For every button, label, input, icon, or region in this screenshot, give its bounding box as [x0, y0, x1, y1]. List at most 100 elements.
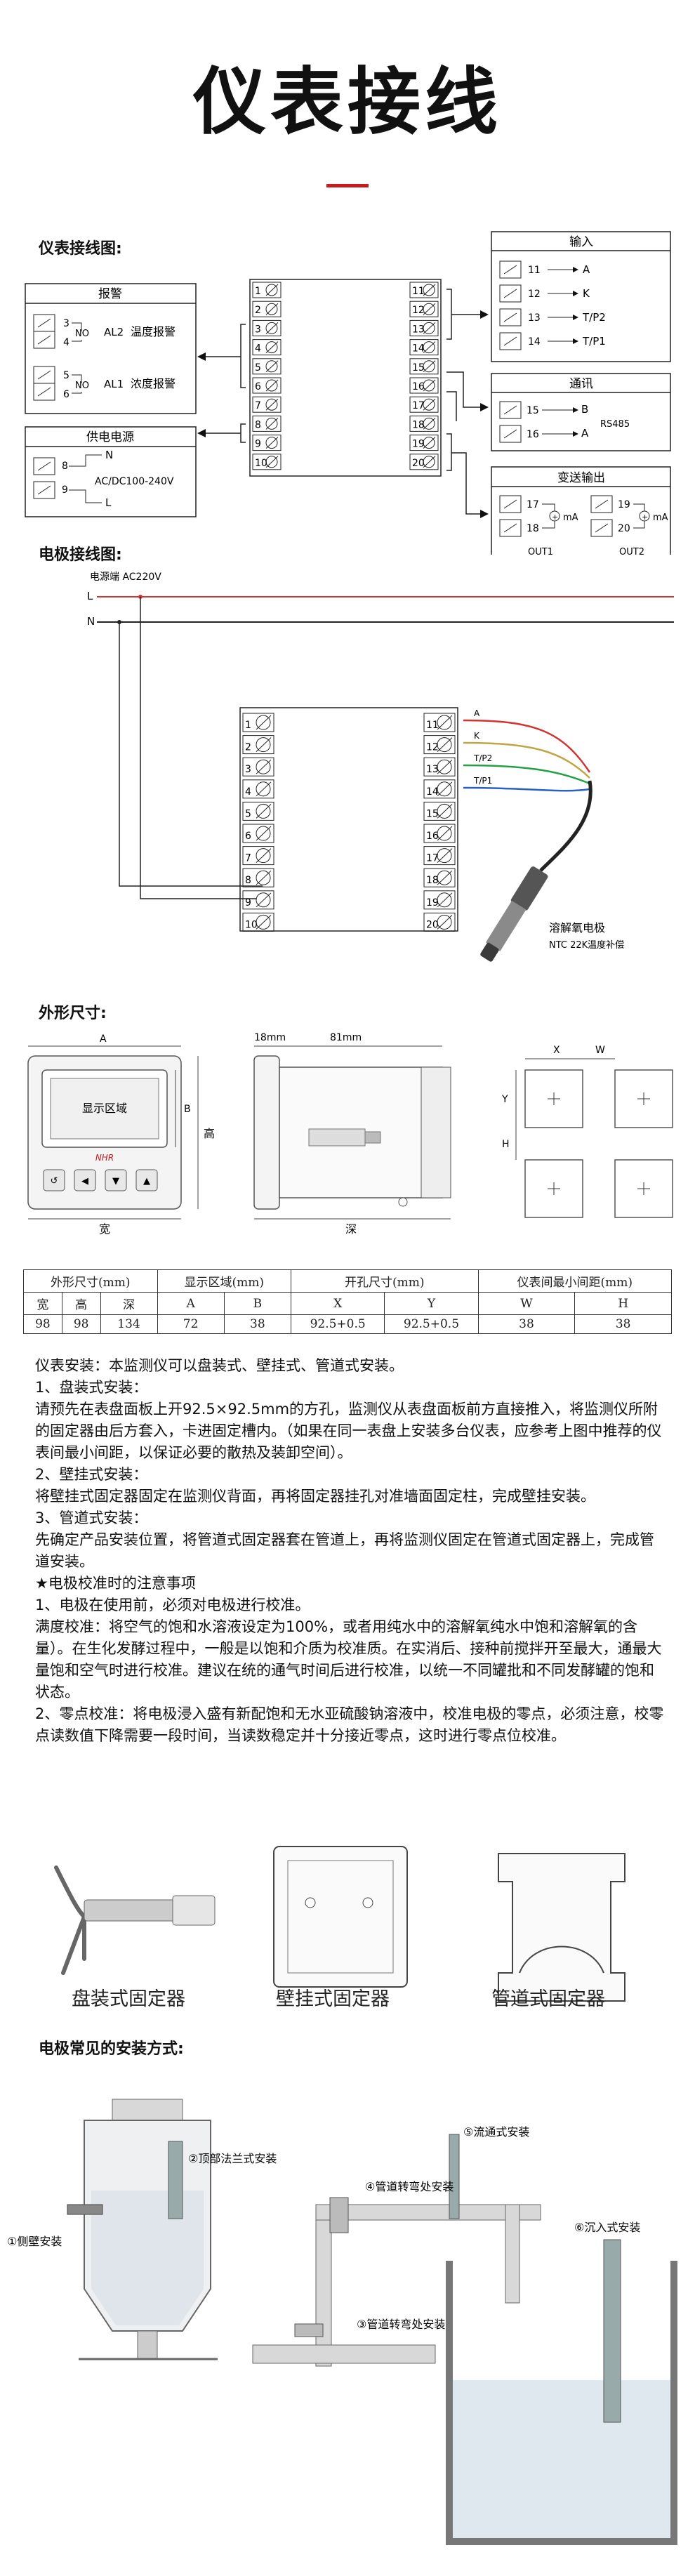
- terminal: 19: [409, 435, 439, 451]
- svg-text:RS485: RS485: [600, 419, 630, 430]
- svg-text:19: 19: [426, 897, 439, 909]
- svg-text:20: 20: [412, 458, 425, 469]
- svg-text:17: 17: [527, 499, 539, 510]
- svg-text:4: 4: [245, 786, 251, 798]
- svg-text:14: 14: [426, 786, 439, 798]
- comm-box: 通讯 15 16 B A RS485: [491, 373, 671, 451]
- svg-text:18mm: 18mm: [254, 1032, 286, 1043]
- cutout-layout: X W Y H: [501, 1045, 673, 1218]
- terminal: 1: [252, 282, 282, 298]
- svg-text:3: 3: [63, 318, 70, 329]
- front-view: A 显示区域 NHR ↺ ◀ ▼ ▲ B 高 宽: [27, 1033, 215, 1236]
- svg-text:16: 16: [412, 381, 425, 392]
- svg-text:变送输出: 变送输出: [557, 471, 605, 485]
- terminal: 13: [423, 757, 456, 777]
- terminal: 4: [252, 339, 282, 356]
- svg-text:81mm: 81mm: [330, 1032, 362, 1043]
- svg-text:18: 18: [527, 523, 539, 534]
- svg-text:3: 3: [245, 764, 251, 775]
- svg-text:9: 9: [62, 484, 68, 496]
- outline-heading: 外形尺寸:: [39, 1005, 107, 1022]
- svg-text:12: 12: [426, 742, 439, 753]
- table-cell: 92.5+0.5: [290, 1314, 385, 1334]
- terminal: 8: [252, 415, 282, 432]
- note-paragraph: 先确定产品安装位置，将管道式固定器套在管道上，再将监测仪固定在管道式固定器上，完…: [35, 1531, 654, 1570]
- svg-text:mA: mA: [653, 513, 668, 523]
- svg-text:L: L: [87, 590, 93, 602]
- terminal: 10: [252, 454, 282, 470]
- table-header-cell: A: [157, 1292, 225, 1315]
- svg-text:15: 15: [527, 405, 539, 416]
- table-header-cell: 宽: [23, 1292, 62, 1315]
- fixer-caption-panel: 盘装式固定器: [72, 1988, 185, 2010]
- table-header-cell: X: [290, 1292, 385, 1315]
- sump-pool: [446, 2239, 677, 2545]
- svg-text:20: 20: [426, 919, 439, 930]
- svg-text:B: B: [184, 1104, 191, 1115]
- svg-text:19: 19: [412, 439, 425, 450]
- table-cell: 38: [574, 1314, 672, 1334]
- svg-text:A: A: [583, 263, 590, 276]
- svg-text:8: 8: [245, 875, 251, 886]
- svg-text:N: N: [105, 449, 113, 461]
- svg-text:L: L: [105, 496, 112, 509]
- svg-text:5: 5: [245, 808, 251, 819]
- svg-text:6: 6: [63, 389, 70, 400]
- svg-text:N: N: [87, 615, 95, 628]
- svg-text:7: 7: [255, 400, 261, 411]
- svg-text:13: 13: [426, 764, 439, 775]
- note-paragraph: 请预先在表盘面板上开92.5×92.5mm的方孔，监测仪从表盘面板前方直接推入，…: [35, 1401, 662, 1461]
- svg-text:12: 12: [528, 289, 541, 300]
- svg-text:浓度报警: 浓度报警: [131, 377, 176, 390]
- fixer-caption-pipe: 管道式固定器: [491, 1988, 605, 2010]
- terminal: 12: [423, 735, 456, 755]
- svg-text:10: 10: [245, 919, 258, 930]
- svg-text:X: X: [553, 1045, 560, 1056]
- terminal: 14: [423, 779, 456, 799]
- terminal: 17: [409, 396, 439, 413]
- svg-text:13: 13: [528, 312, 541, 324]
- alarm-box: 报警 3 4 NO AL2 温度报警 5 6 NO AL1 浓度报警: [25, 283, 197, 414]
- install-illustration: ①侧壁安装 ②顶部法兰式安装 ④管道转弯处安装 ③管道转弯处安装 ⑤流通式安装 …: [7, 2099, 677, 2545]
- table-header-cell: B: [223, 1292, 292, 1315]
- terminal: 11: [409, 282, 439, 298]
- svg-text:NO: NO: [75, 329, 89, 339]
- terminal: 15: [423, 801, 456, 821]
- svg-text:NHR: NHR: [95, 1153, 114, 1163]
- svg-text:AL1: AL1: [104, 378, 124, 390]
- terminal: 14: [409, 339, 439, 356]
- svg-text:14: 14: [528, 336, 541, 348]
- svg-text:2: 2: [255, 305, 261, 316]
- terminal: 2: [252, 300, 282, 317]
- svg-text:AC/DC100-240V: AC/DC100-240V: [95, 476, 174, 487]
- terminal: 8: [242, 868, 274, 887]
- svg-text:W: W: [595, 1045, 605, 1056]
- svg-text:mA: mA: [563, 513, 578, 523]
- terminal: 12: [409, 300, 439, 317]
- svg-text:2: 2: [245, 742, 251, 753]
- svg-text:4: 4: [63, 337, 70, 348]
- svg-text:19: 19: [618, 499, 630, 510]
- terminal: 3: [252, 319, 282, 336]
- table-header-cell: W: [477, 1292, 576, 1315]
- svg-text:1: 1: [255, 286, 261, 297]
- title-underline: [326, 184, 369, 187]
- svg-text:电源端 AC220V: 电源端 AC220V: [90, 572, 161, 583]
- installation-notes: 仪表安装：本监测仪可以盘装式、壁挂式、管道式安装。1、盘装式安装：请预先在表盘面…: [35, 1355, 667, 1747]
- terminal: 2: [242, 735, 274, 755]
- svg-text:T/P2: T/P2: [582, 311, 606, 324]
- alarm-title: 报警: [98, 287, 122, 301]
- terminal: 15: [409, 358, 439, 375]
- svg-text:16: 16: [426, 831, 439, 842]
- svg-text:18: 18: [426, 875, 439, 886]
- svg-text:K: K: [583, 287, 590, 300]
- terminal: 16: [423, 824, 456, 843]
- svg-text:T/P1: T/P1: [473, 776, 492, 786]
- svg-text:A: A: [581, 427, 589, 440]
- svg-text:9: 9: [255, 439, 261, 450]
- terminal: 13: [409, 319, 439, 336]
- svg-text:A: A: [100, 1033, 107, 1045]
- table-cell: 92.5+0.5: [384, 1314, 479, 1334]
